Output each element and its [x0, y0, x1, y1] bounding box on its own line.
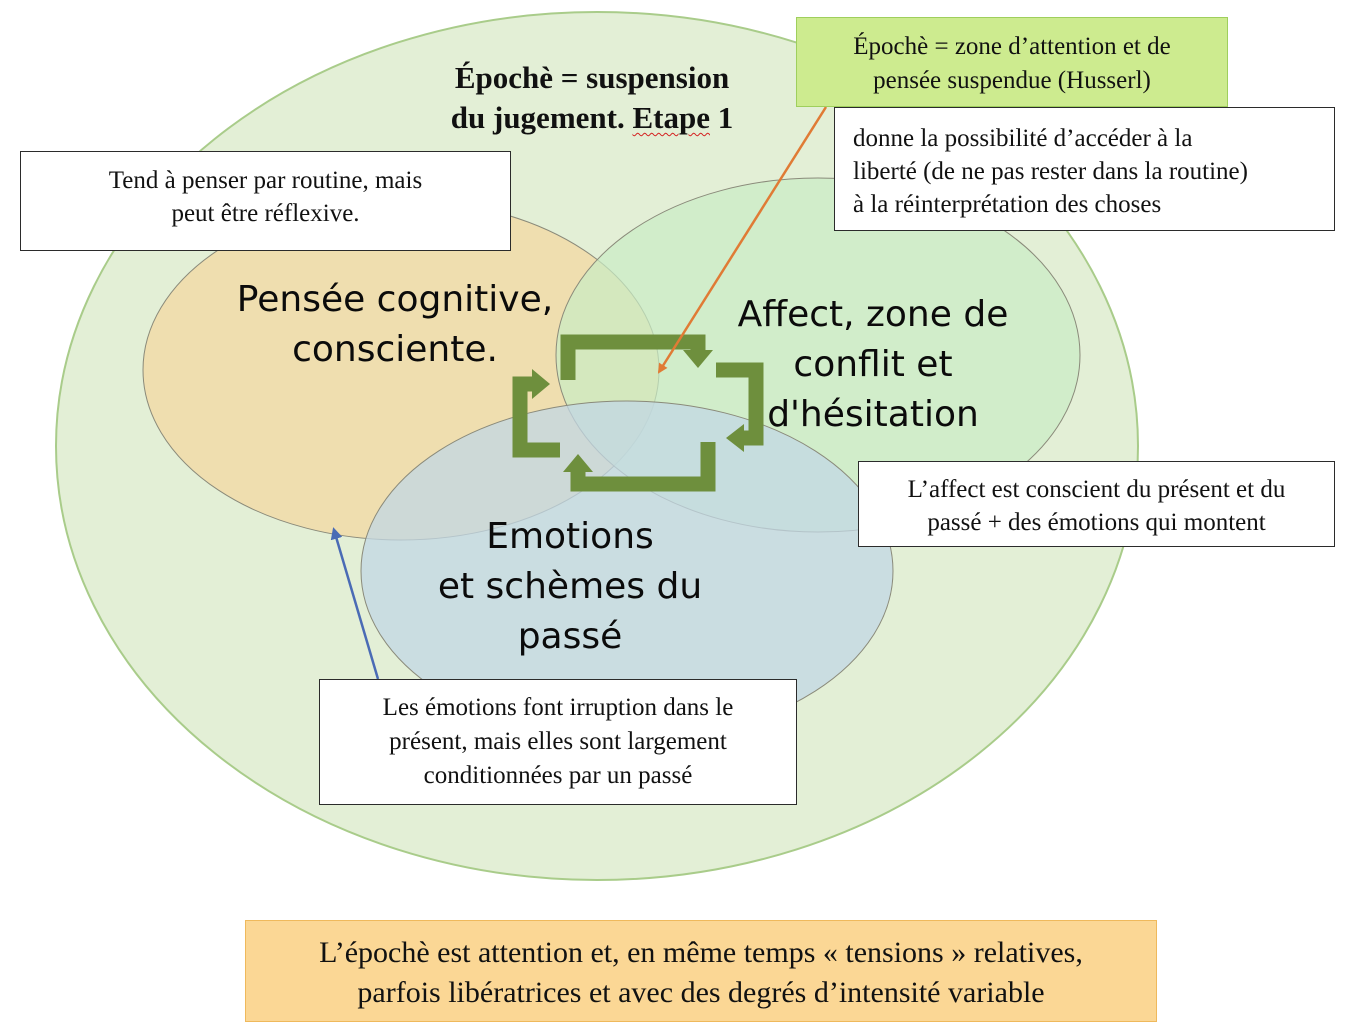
pensee-label-line-2: consciente. [292, 329, 498, 370]
cycle-arrows-icon [512, 334, 764, 492]
emotions-note-line-1: Les émotions font irruption dans le [382, 694, 734, 721]
affect-note-box: L’affect est conscient du présent et du … [858, 461, 1335, 547]
emotions-label-line-3: passé [517, 616, 623, 657]
orange-arrow [657, 106, 828, 374]
cycle-arrowhead-left [532, 369, 550, 399]
pensee-label: Pensée cognitive, consciente. [195, 275, 595, 375]
emotions-note-line-2: présent, mais elles sont largement [389, 728, 727, 755]
cycle-arrowhead-top [683, 350, 713, 368]
pensee-label-line-1: Pensée cognitive, [236, 279, 554, 320]
liberty-box: donne la possibilité d’accéder à la libe… [834, 107, 1335, 231]
emotions-note-line-3: conditionnées par un passé [423, 762, 693, 789]
cycle-arrow-top [560, 334, 706, 380]
title-line-2-prefix: du jugement. [450, 100, 633, 135]
epoche-zone-box: Épochè = zone d’attention et de pensée s… [796, 17, 1228, 107]
affect-label-line-3: d'hésitation [767, 394, 979, 435]
title-line-2-suffix: 1 [709, 100, 734, 135]
emotions-label: Emotions et schèmes du passé [400, 512, 740, 662]
liberty-line-3: à la réinterprétation des choses [853, 191, 1162, 218]
liberty-line-2: liberté (de ne pas rester dans la routin… [853, 158, 1248, 185]
cycle-arrow-left [512, 376, 560, 458]
conclusion-line-1: L’épochè est attention et, en même temps… [319, 936, 1083, 969]
cycle-arrowhead-bottom [563, 454, 593, 472]
emotions-note-box: Les émotions font irruption dans le prés… [319, 679, 797, 805]
emotions-label-line-2: et schèmes du [437, 566, 703, 607]
affect-note-line-1: L’affect est conscient du présent et du [907, 476, 1286, 503]
blue-arrow [330, 527, 380, 680]
title-line-1: Épochè = suspension [454, 60, 730, 95]
affect-label-line-2: conflit et [793, 344, 953, 385]
epoche-zone-line-2: pensée suspendue (Husserl) [873, 67, 1151, 94]
liberty-line-1: donne la possibilité d’accéder à la [853, 125, 1193, 152]
title-line-2-squiggle: Etape [632, 100, 710, 135]
cycle-arrowheads [532, 350, 744, 472]
diagram-title: Épochè = suspension du jugement. Etape 1 [392, 58, 792, 138]
conclusion-line-2: parfois libératrices et avec des degrés … [357, 976, 1045, 1009]
conclusion-box: L’épochè est attention et, en même temps… [245, 920, 1157, 1022]
cycle-arrowhead-right [726, 424, 744, 452]
routine-line-2: peut être réflexive. [171, 200, 360, 227]
affect-label: Affect, zone de conflit et d'hésitation [703, 290, 1043, 440]
routine-box: Tend à penser par routine, mais peut êtr… [20, 151, 511, 251]
routine-line-1: Tend à penser par routine, mais [108, 167, 423, 194]
title-line-2: du jugement. Etape 1 [392, 98, 792, 138]
affect-note-line-2: passé + des émotions qui montent [927, 509, 1266, 536]
cycle-arrow-right [716, 362, 764, 446]
emotions-label-line-1: Emotions [486, 516, 654, 557]
epoche-zone-line-1: Épochè = zone d’attention et de [853, 33, 1171, 60]
affect-label-line-1: Affect, zone de [737, 294, 1009, 335]
cycle-arrow-bottom [570, 442, 716, 492]
